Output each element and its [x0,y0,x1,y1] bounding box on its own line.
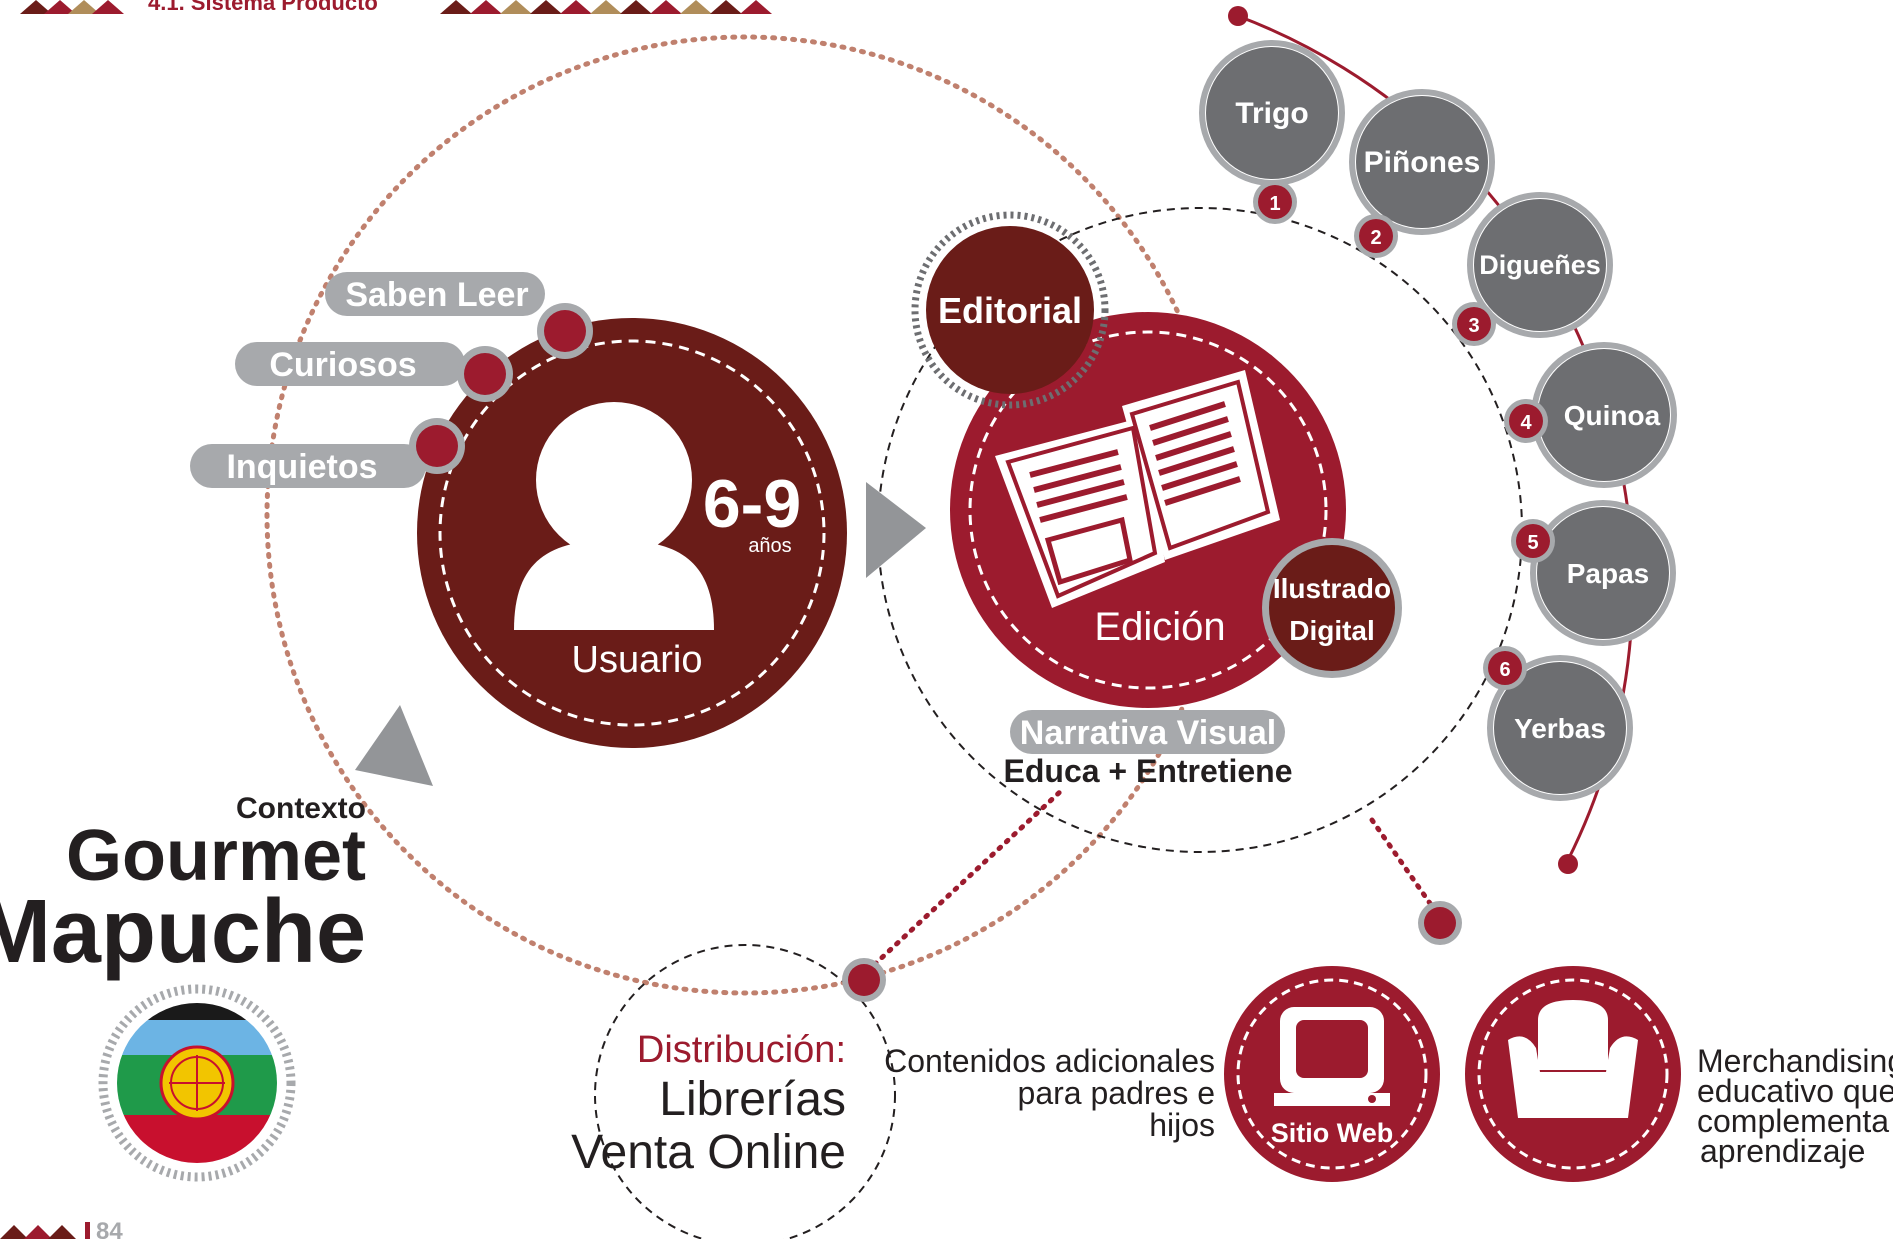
page-number: 84 [96,1218,123,1239]
ingredient-papas: Papas [1530,500,1676,646]
number-badge: 3 [1452,302,1496,346]
svg-text:3: 3 [1468,315,1479,337]
editorial-title: Editorial [938,290,1082,331]
ingredient-yerbas: Yerbas [1487,655,1633,801]
arrow-right-icon [866,482,926,578]
narrative-pill: Narrativa Visual [1010,710,1285,754]
ingredient-name: Trigo [1235,97,1308,130]
trait-pill-curiosos: Curiosos [235,342,465,386]
edition-node: Edición [950,312,1346,708]
trait-label: Saben Leer [345,276,528,314]
svg-text:6: 6 [1499,659,1510,681]
web-desc-line-1: Contenidos adicionales [884,1043,1215,1079]
monitor-icon [1274,1007,1390,1106]
arc-end-dot [1558,854,1578,874]
number-badge: 4 [1504,399,1548,443]
ingredient-diguenes: Digueñes [1467,192,1613,338]
badge-line-1: Ilustrado [1273,573,1391,604]
merch-desc-line-1: Merchandising [1697,1043,1893,1079]
web-connector [1369,817,1439,915]
badge-line-2: Digital [1289,615,1375,646]
context-line-2: Mapuche [0,882,366,982]
ingredient-name: Papas [1567,558,1650,589]
armchair-icon [1508,1000,1638,1118]
context-label: Contexto [236,792,366,825]
distribution-connector [857,787,1065,981]
trait-pill-inquietos: Inquietos [190,444,426,488]
web-node: Sitio Web [1224,966,1440,1182]
context-line-1: Gourmet [66,816,366,896]
trait-dot [457,346,513,402]
trait-pill-saben-leer: Saben Leer [325,272,545,316]
number-badge: 5 [1511,519,1555,563]
number-badge: 2 [1354,214,1398,258]
header-pattern-right [440,0,772,14]
trait-label: Curiosos [269,346,416,384]
ingredient-name: Piñones [1364,146,1481,179]
merch-desc-line-4: aprendizaje [1700,1133,1865,1169]
distribution-title: Distribución: [637,1029,846,1071]
number-badge: 1 [1253,180,1297,224]
svg-text:5: 5 [1527,532,1538,554]
book-icon [995,370,1280,608]
merch-desc-line-3: complementa el [1697,1103,1893,1139]
web-desc-line-2: para padres e [1018,1075,1215,1111]
ingredient-trigo: Trigo [1199,40,1345,186]
editorial-badge: Editorial [911,211,1109,409]
trait-dot [409,418,465,474]
user-label: Usuario [572,639,703,681]
narrative-label: Narrativa Visual [1020,714,1276,752]
age-range: 6-9 [703,466,801,542]
web-desc-line-3: hijos [1149,1107,1215,1143]
user-node: 6-9 años Usuario [417,318,847,748]
svg-text:2: 2 [1370,227,1381,249]
merch-desc-line-2: educativo que [1697,1073,1893,1109]
tagline: Educa + Entretiene [1004,753,1293,789]
distribution-dot-inner [848,964,880,996]
ingredient-name: Yerbas [1514,713,1606,744]
ilustrado-digital-badge: Ilustrado Digital [1262,538,1402,678]
header-pattern-left [20,0,124,14]
web-connector-dot-inner [1424,907,1456,939]
footer-pattern [0,1222,90,1239]
merch-node [1465,966,1681,1182]
arrow-up-icon [355,705,433,786]
trait-dot [537,303,593,359]
mapuche-flag-icon [98,984,296,1182]
distribution-channel-1: Librerías [659,1073,846,1126]
edition-label: Edición [1094,605,1225,649]
distribution-node [594,944,896,1239]
ingredient-name: Quinoa [1564,400,1661,431]
trait-label: Inquietos [226,448,377,486]
svg-text:4: 4 [1520,412,1532,434]
ingredient-quinoa: Quinoa [1531,342,1677,488]
age-unit: años [748,535,791,557]
distribution-channel-2: Venta Online [571,1126,846,1179]
section-title: 4.1. Sistema Producto [148,0,378,15]
person-icon [514,402,714,630]
web-badge: Sitio Web [1271,1118,1394,1148]
number-badge: 6 [1483,646,1527,690]
svg-text:1: 1 [1269,193,1280,215]
ingredient-pinones: Piñones [1349,89,1495,235]
arc-start-dot [1228,6,1248,26]
ingredient-name: Digueñes [1479,250,1601,280]
